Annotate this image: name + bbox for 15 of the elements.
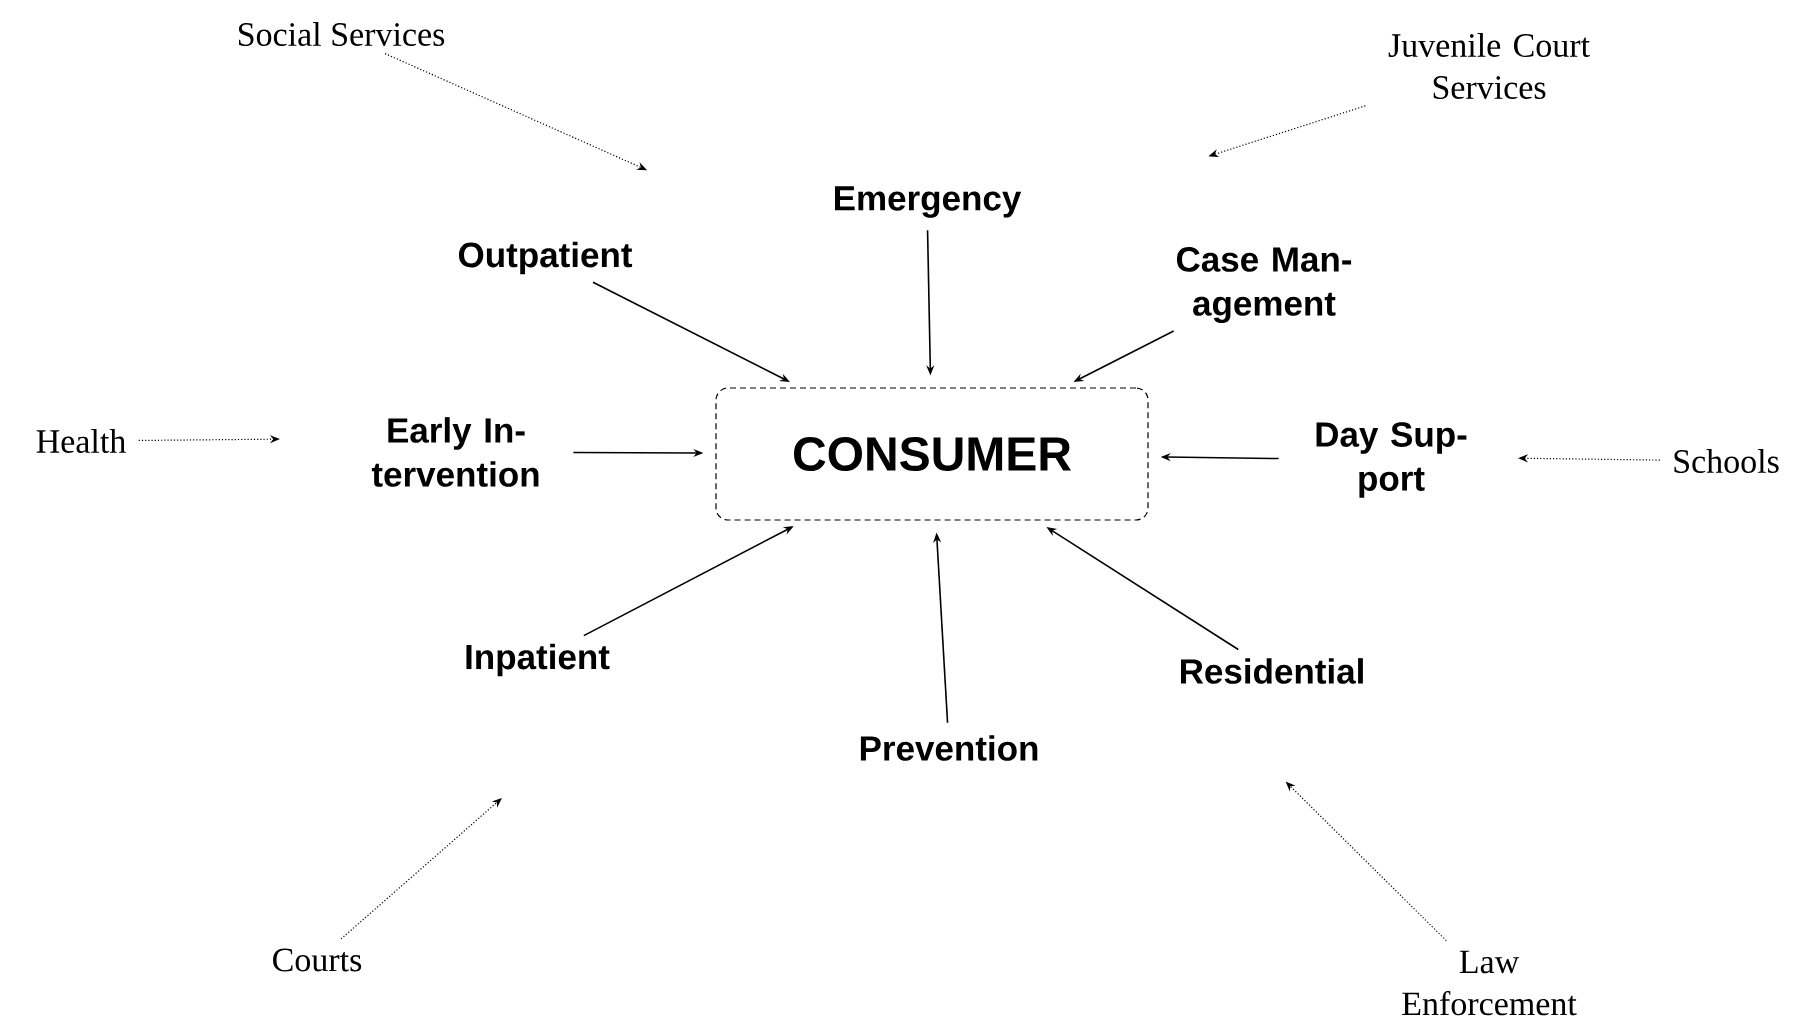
service-label: Case Man- agement [1176, 247, 1352, 323]
service-label: Early In- tervention [371, 417, 539, 487]
agency-label: Courts [273, 948, 362, 972]
agency-label: Health [36, 429, 126, 453]
service-label: Day Sup- port [1316, 422, 1467, 498]
agency-label: Schools [1674, 449, 1779, 473]
agency-label: Law Enforcement [1402, 950, 1577, 1016]
agency-label: Juvenile Court Services [1388, 33, 1590, 99]
service-label: Outpatient [458, 241, 633, 275]
service-label: Residential [1181, 658, 1363, 684]
consumer-box: CONSUMER [715, 387, 1149, 521]
service-label: Prevention [860, 735, 1038, 761]
service-label: Inpatient [466, 643, 610, 677]
agency-label: Social Services [238, 22, 445, 46]
service-label: Emergency [835, 186, 1022, 218]
